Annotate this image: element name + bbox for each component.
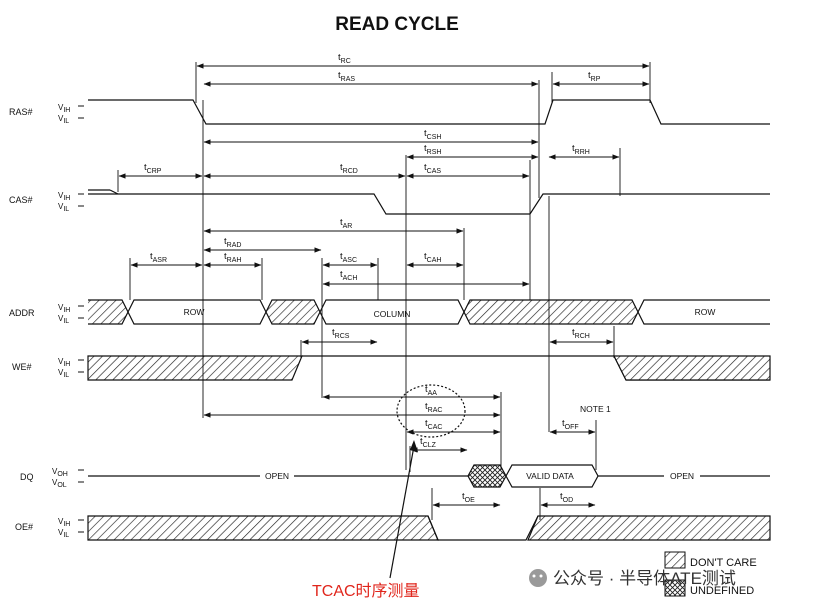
note-1-label: NOTE 1 [580,404,611,414]
signal-name-dq: DQ [20,472,34,482]
we-waveform [87,355,771,381]
t-rac-label: tRAC [425,401,442,414]
tcac-highlight-ellipse [396,384,466,438]
dq-open-label-2: OPEN [670,471,694,481]
diagram-title: READ CYCLE [335,14,459,35]
t-rah-label: tRAH [224,251,241,264]
t-csh-label: tCSH [424,128,441,141]
svg-text:VOH: VOH [52,467,68,478]
svg-text:VIH: VIH [58,303,70,314]
addr-waveform: ROW COLUMN ROW [88,299,770,325]
svg-text:VIH: VIH [58,517,70,528]
addr-row2-label: ROW [695,307,716,317]
ras-waveform [88,99,770,125]
t-rsh-label: tRSH [424,143,441,156]
reference-lines [117,62,651,520]
svg-text:VIH: VIH [58,103,70,114]
t-rp-label: tRP [588,70,601,83]
annotation-arrow [389,440,418,579]
t-od-label: tOD [560,491,573,504]
watermark: 公众号 · 半导体ATE测试 [529,569,736,588]
cas-waveform [88,189,770,215]
legend: DON'T CARE UNDEFINED [664,551,757,597]
tcac-annotation: TCAC时序测量 [312,582,420,600]
t-rc-label: tRC [338,52,351,65]
signal-name-ras: RAS# [9,107,33,117]
svg-text:VIL: VIL [58,114,69,125]
t-aa-label: tAA [425,384,437,397]
svg-text:VIL: VIL [58,528,69,539]
legend-dont-care-label: DON'T CARE [690,557,757,569]
dq-valid-data-label: VALID DATA [526,471,574,481]
t-rcd-label: tRCD [340,162,358,175]
t-oe-label: tOE [462,491,475,504]
legend-undefined-swatch [664,579,686,597]
wechat-icon [529,569,547,587]
dq-open-label-1: OPEN [265,471,289,481]
t-ach-label: tACH [340,269,357,282]
t-rad-label: tRAD [224,236,241,249]
t-rch-label: tRCH [572,327,590,340]
t-ras-label: tRAS [338,70,355,83]
t-clz-label: tCLZ [420,436,437,449]
t-rcs-label: tRCS [332,327,350,340]
legend-dont-care-swatch [664,551,686,569]
svg-text:VIH: VIH [58,191,70,202]
svg-text:VIL: VIL [58,314,69,325]
t-off-label: tOFF [562,418,579,431]
svg-text:VIL: VIL [58,368,69,379]
watermark-text: 公众号 · 半导体ATE测试 [553,569,736,588]
t-crp-label: tCRP [144,162,162,175]
svg-text:VOL: VOL [52,478,67,489]
t-cac-label: tCAC [425,418,442,431]
oe-waveform [87,515,771,541]
signal-name-cas: CAS# [9,195,33,205]
signal-name-addr: ADDR [9,308,35,318]
signal-labels: RAS# VIH VIL CAS# VIH VIL ADDR VIH VIL W… [9,103,70,539]
t-ar-label: tAR [340,217,352,230]
t-cah-label: tCAH [424,251,441,264]
addr-column-label: COLUMN [374,309,411,319]
t-rrh-label: tRRH [572,143,590,156]
t-asc-label: tASC [340,251,357,264]
svg-text:VIL: VIL [58,202,69,213]
t-cas-label: tCAS [424,162,441,175]
signal-name-we: WE# [12,362,32,372]
timing-arrows [118,63,650,508]
addr-row-label: ROW [184,307,205,317]
svg-text:VIH: VIH [58,357,70,368]
signal-name-oe: OE# [15,522,33,532]
t-asr-label: tASR [150,251,167,264]
legend-undefined-label: UNDEFINED [690,585,754,597]
timing-labels: tRC tRAS tRP tCSH tRSH tRRH tCRP tRCD tC… [144,52,611,504]
dq-waveform: OPEN VALID DATA OPEN [88,464,770,488]
